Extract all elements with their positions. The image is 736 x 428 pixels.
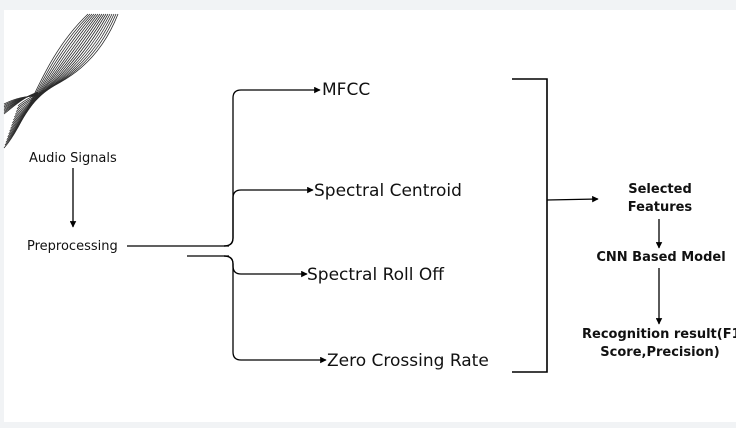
node-zero-crossing-rate: Zero Crossing Rate (327, 351, 489, 371)
wave-line (3, 13, 89, 149)
wave-line (8, 13, 99, 135)
feature-bracket (512, 78, 548, 373)
node-selected-features: Selected Features (614, 182, 706, 215)
wave-line (3, 93, 39, 111)
arrow-to-spectral-centroid (223, 186, 314, 247)
recognition-line-2: Score,Precision) (600, 345, 720, 360)
arrow-to-mfcc (223, 86, 321, 247)
node-spectral-roll-off: Spectral Roll Off (307, 265, 444, 285)
wave-line (17, 13, 119, 107)
wave-line (7, 13, 97, 138)
arrow-to-zero-crossing-rate (223, 255, 327, 364)
wave-line (4, 13, 91, 146)
wave-line (3, 95, 39, 106)
selected-features-line-1: Selected (628, 182, 692, 197)
wave-line (16, 13, 117, 110)
node-mfcc: MFCC (322, 80, 371, 100)
decorative-wave-graphic (3, 13, 119, 149)
wave-line (15, 13, 115, 112)
wave-line (6, 13, 95, 140)
wave-line (12, 13, 107, 124)
selected-features-line-2: Features (627, 200, 693, 215)
wave-line (5, 13, 93, 143)
node-audio-signals: Audio Signals (29, 151, 117, 166)
wave-line (9, 13, 101, 132)
node-spectral-centroid: Spectral Centroid (314, 181, 462, 201)
node-recognition-result: Recognition result(F1 Score,Precision) (582, 327, 736, 360)
recognition-line-1: Recognition result(F1 (582, 327, 736, 342)
wave-line (3, 94, 39, 108)
wave-line (11, 13, 105, 126)
diagram-sheet (4, 10, 736, 422)
node-cnn-model: CNN Based Model (596, 250, 726, 265)
arrow-to-spectral-roll-off (223, 255, 308, 278)
arrow-to-selected-features (546, 195, 599, 203)
wave-line (3, 92, 39, 112)
wave-line (13, 13, 111, 118)
wave-line (13, 13, 109, 121)
wave-line (3, 93, 39, 109)
wave-line (10, 13, 103, 129)
wave-line (3, 95, 39, 105)
wave-line (14, 13, 113, 115)
node-preprocessing: Preprocessing (27, 239, 118, 254)
wave-line (3, 91, 39, 115)
